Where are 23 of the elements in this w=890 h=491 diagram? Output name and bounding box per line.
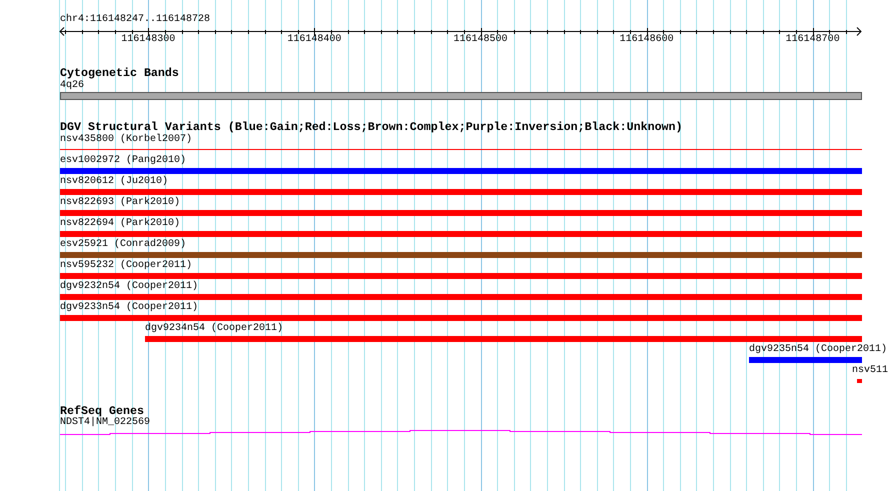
feature-label: dgv9235n54 (Cooper2011)	[749, 344, 888, 356]
feature-label: nsv435800 (Korbel2007)	[60, 134, 192, 146]
feature-label: nsv595232 (Cooper2011)	[60, 260, 192, 272]
feature-label: 4q26	[60, 80, 84, 92]
track-heading: Cytogenetic Bands	[60, 67, 179, 80]
tick-label: 116148600	[620, 34, 674, 46]
feature-label: nsv822693 (Park2010)	[60, 197, 180, 209]
track-heading: DGV Structural Variants (Blue:Gain;Red:Loss;Brown:Complex;Purple:Inversion;Black:Unknown)	[60, 121, 683, 134]
tick-label: 116148300	[121, 34, 176, 46]
feature-label: dgv9234n54 (Cooper2011)	[145, 323, 284, 335]
tick-label: 116148700	[786, 34, 840, 46]
feature-label: nsv820612 (Ju2010)	[60, 176, 168, 188]
feature-label: NDST4|NM_022569	[60, 417, 150, 429]
feature-label: dgv9233n54 (Cooper2011)	[60, 302, 198, 314]
feature-label: esv25921 (Conrad2009)	[60, 239, 186, 251]
tick-label: 116148400	[287, 34, 342, 46]
feature-label: nsv822694 (Park2010)	[60, 218, 180, 230]
tick-label: 116148500	[454, 34, 508, 46]
track-heading: RefSeq Genes	[60, 405, 144, 418]
region-label: chr4:116148247..116148728	[60, 14, 210, 26]
feature-label: dgv9232n54 (Cooper2011)	[60, 281, 198, 293]
feature-label: nsv511	[852, 365, 888, 377]
feature-label: esv1002972 (Pang2010)	[60, 155, 186, 167]
